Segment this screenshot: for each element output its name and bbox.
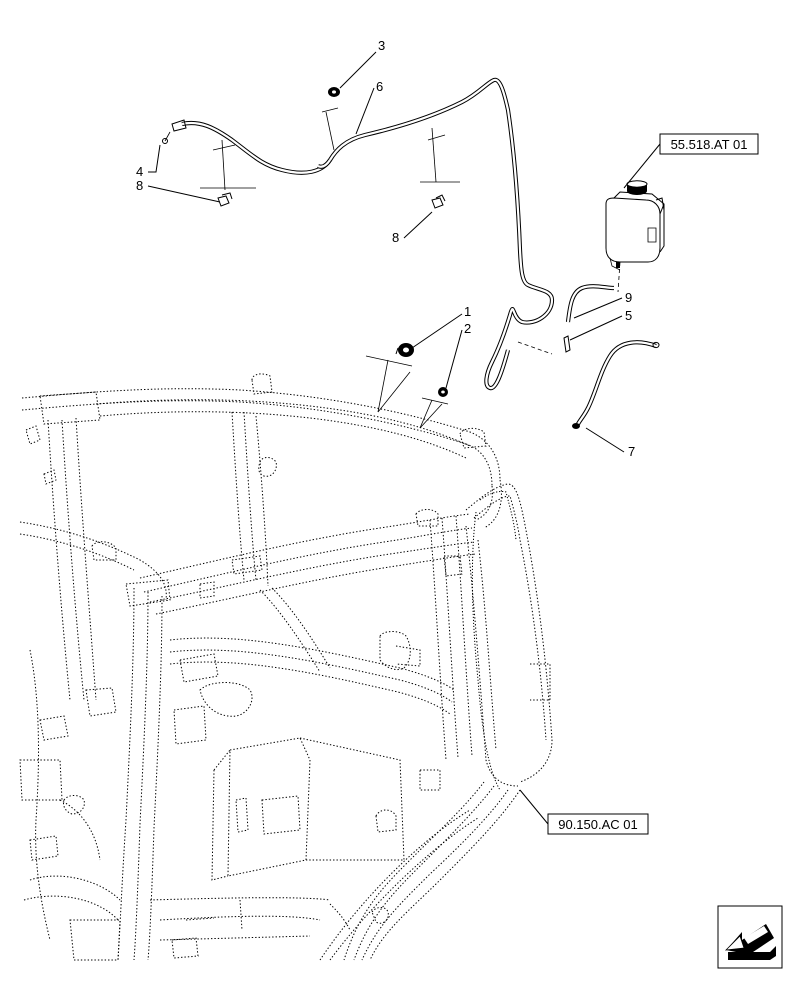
callout-labels: 3 6 4 8 8 1 2 9 5 7 — [136, 38, 635, 459]
callout-8-left: 8 — [136, 178, 143, 193]
clip-part-8-right — [431, 194, 446, 209]
reference-box-reservoir[interactable]: 55.518.AT 01 — [659, 133, 759, 155]
callout-9: 9 — [625, 290, 632, 305]
callout-2: 2 — [464, 321, 471, 336]
clip-mount-markers — [200, 107, 460, 191]
grommet-part-3 — [328, 87, 340, 97]
callout-8-right: 8 — [392, 230, 399, 245]
callout-1: 1 — [464, 304, 471, 319]
grommet-part-1 — [395, 343, 414, 357]
callout-leaders — [147, 51, 661, 825]
washer-reservoir — [605, 180, 665, 293]
hose-part-7 — [572, 340, 660, 429]
callout-7: 7 — [628, 444, 635, 459]
callout-6: 6 — [376, 79, 383, 94]
washer-hose — [162, 77, 555, 391]
connector-part-5 — [563, 335, 571, 353]
callout-3: 3 — [378, 38, 385, 53]
reference-label-cab-frame[interactable]: 90.150.AC 01 — [558, 817, 638, 832]
callout-5: 5 — [625, 308, 632, 323]
reference-label-reservoir[interactable]: 55.518.AT 01 — [671, 137, 748, 152]
mount-hole-markers — [365, 355, 449, 429]
cab-frame — [19, 373, 553, 961]
nozzle-part-2 — [438, 387, 448, 397]
view-direction-arrow-icon[interactable] — [717, 905, 783, 969]
hose-part-9 — [565, 284, 615, 323]
callout-4: 4 — [136, 164, 143, 179]
reference-box-cab-frame[interactable]: 90.150.AC 01 — [547, 813, 649, 835]
clip-part-8-left — [217, 192, 233, 207]
